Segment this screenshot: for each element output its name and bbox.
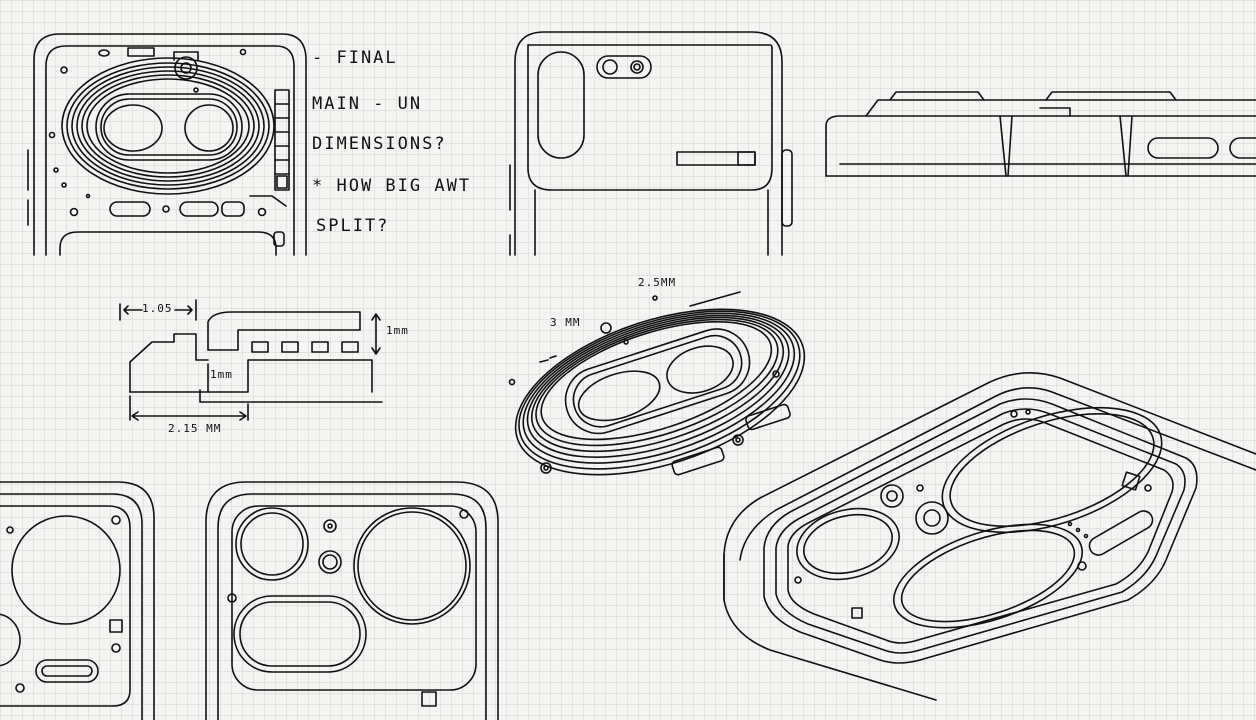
dim-height-mid-label: 1mm — [210, 368, 233, 381]
back-cover-sketch — [509, 31, 793, 256]
dim-iso-2-5-label: 2.5MM — [638, 276, 677, 289]
isometric-coil-sketch — [514, 308, 806, 476]
cross-section-sketch — [119, 299, 383, 421]
camera-module-front — [205, 481, 499, 720]
dim-width-label: 2.15 MM — [168, 422, 222, 435]
interior-sketch — [27, 33, 307, 256]
note-split: SPLIT? — [316, 216, 390, 236]
isometric-phone-sketch — [723, 372, 1256, 701]
dim-offset-label: 1.05 — [142, 302, 173, 315]
dim-height-right-label: 1mm — [386, 324, 409, 337]
camera-module-partial — [0, 481, 155, 720]
note-final: - FINAL — [312, 48, 398, 68]
side-view-sketch — [825, 91, 1256, 177]
isometric-details — [508, 291, 791, 476]
note-how-big: * HOW BIG AWT — [312, 176, 472, 196]
dim-iso-3-label: 3 MM — [550, 316, 581, 329]
note-main: MAIN - UN — [312, 94, 423, 114]
note-dimensions: DIMENSIONS? — [312, 134, 447, 154]
